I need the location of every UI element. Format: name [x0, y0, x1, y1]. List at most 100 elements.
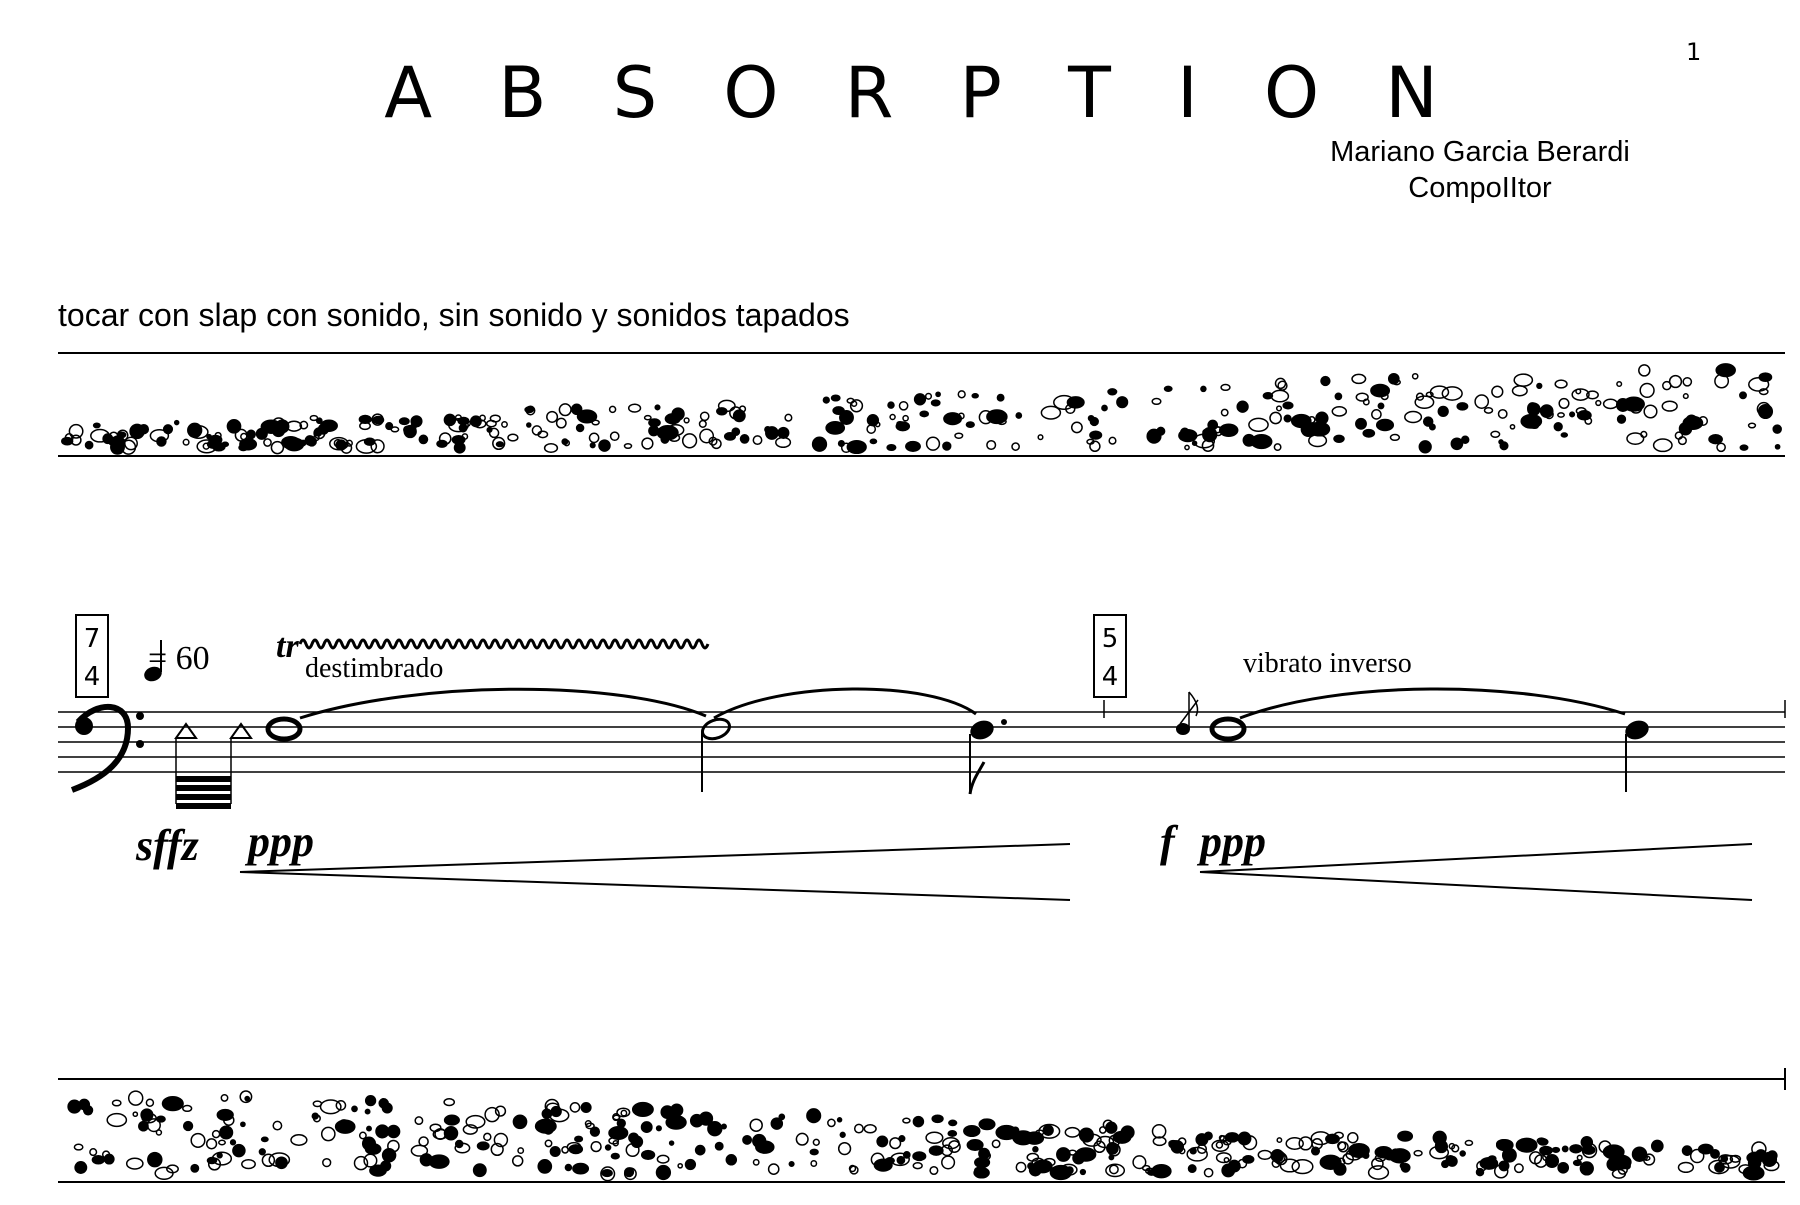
slap-dot [930, 399, 941, 407]
slap-dot [1520, 413, 1543, 429]
slap-dot [1757, 403, 1774, 420]
slap-dot [853, 1123, 864, 1134]
slap-dot [1544, 409, 1554, 420]
slap-dot [1037, 434, 1044, 441]
slap-dot [1079, 1168, 1087, 1176]
slap-dot [537, 1159, 553, 1174]
slap-dot [1151, 1123, 1167, 1139]
slap-dot [912, 1162, 923, 1170]
slap-dot [654, 404, 661, 411]
slap-dot [957, 390, 966, 399]
slap-dot [1652, 438, 1673, 453]
slap-dot [608, 1136, 620, 1145]
slap-dot [132, 1111, 139, 1118]
slap-dot [117, 431, 127, 439]
slap-dot [947, 1130, 958, 1137]
slap-dot [999, 1125, 1007, 1133]
slap-dot [1177, 1137, 1187, 1146]
slap-dot [1218, 423, 1239, 437]
slap-dot [623, 442, 633, 450]
slap-dot [512, 1114, 528, 1130]
slap-dot [473, 419, 487, 429]
slap-dot [270, 440, 285, 455]
slap-dot [764, 425, 772, 434]
slap-dot [558, 403, 572, 417]
slap-dot [1490, 430, 1501, 438]
slap-dot [1399, 1162, 1406, 1169]
slap-dot [1677, 1161, 1695, 1174]
slap-dot [335, 1100, 347, 1111]
slap-dot [895, 421, 911, 432]
slap-dot [1168, 1139, 1178, 1147]
slap-dot [334, 1119, 356, 1134]
slap-dot [1474, 394, 1490, 409]
slap-dot [454, 1142, 471, 1154]
slap-dot [725, 1154, 738, 1166]
slap-dot [124, 436, 138, 451]
slap-dot [1273, 443, 1282, 452]
slap-dot [211, 1151, 233, 1166]
time-signature-5-4: 5 4 [1093, 614, 1127, 698]
slap-dot [1107, 388, 1118, 396]
slap-dot [127, 1090, 144, 1106]
slap-dot [190, 1132, 206, 1148]
slap-dot [1333, 1131, 1344, 1140]
slap-dot [1152, 1136, 1167, 1147]
slap-dot [1539, 1145, 1553, 1156]
performance-instruction: tocar con slap con sonido, sin sonido y … [58, 297, 850, 333]
slap-dot [333, 438, 343, 448]
slap-dot [329, 436, 349, 451]
slap-dot [1283, 414, 1292, 423]
slap-dot [616, 1118, 626, 1128]
slap-dot [232, 1143, 246, 1158]
slap-dot [898, 400, 909, 411]
slap-dot [681, 433, 698, 449]
slap-dot [239, 1090, 253, 1104]
slap-dot [492, 436, 506, 451]
slap-dot [543, 442, 559, 454]
slap-dot [1201, 439, 1215, 452]
slap-dot [889, 1137, 902, 1150]
slap-dot [729, 406, 743, 420]
slap-dot [484, 1106, 500, 1123]
slap-dot [220, 1093, 229, 1102]
slap-dot [1108, 436, 1117, 445]
slap-dot [1682, 393, 1689, 400]
slap-dot [1491, 385, 1504, 398]
slap-dot [947, 1140, 961, 1154]
slap-dot [1151, 397, 1162, 406]
slap-dot [1179, 427, 1190, 438]
time-sig-top: 7 [83, 624, 101, 654]
slap-dot [820, 444, 826, 451]
slap-dot [1464, 1139, 1474, 1147]
slap-dot [1595, 399, 1602, 407]
slap-dot [902, 1151, 911, 1159]
slap-dot [1345, 1148, 1363, 1161]
slap-dot [986, 439, 997, 451]
slap-dot [919, 410, 930, 418]
slap-dot [668, 1140, 675, 1146]
slap-dot [526, 422, 532, 428]
slap-dot [902, 1117, 911, 1124]
slap-dot [1493, 1163, 1509, 1179]
slap-dot [1347, 1131, 1359, 1144]
slap-dot [902, 414, 909, 422]
slap-dot [716, 407, 728, 416]
triangle-notehead [174, 722, 253, 809]
slap-dot [1371, 409, 1382, 420]
slap-dot [978, 1118, 996, 1131]
slap-dot [511, 1155, 524, 1167]
slap-dot [363, 437, 376, 446]
slap-dot [986, 409, 1008, 425]
slap-dot [942, 441, 952, 451]
composer-role: CompoIItor [1408, 172, 1552, 204]
slap-dot [1509, 423, 1516, 430]
slap-dot [1011, 442, 1020, 451]
time-sig-top: 5 [1101, 624, 1119, 654]
slap-dot [935, 391, 941, 398]
slap-dot [351, 1105, 358, 1113]
slap-dot [1308, 433, 1328, 448]
slap-dot [1035, 1129, 1045, 1136]
slap-dot [564, 1163, 573, 1172]
slap-dot [1497, 408, 1508, 419]
